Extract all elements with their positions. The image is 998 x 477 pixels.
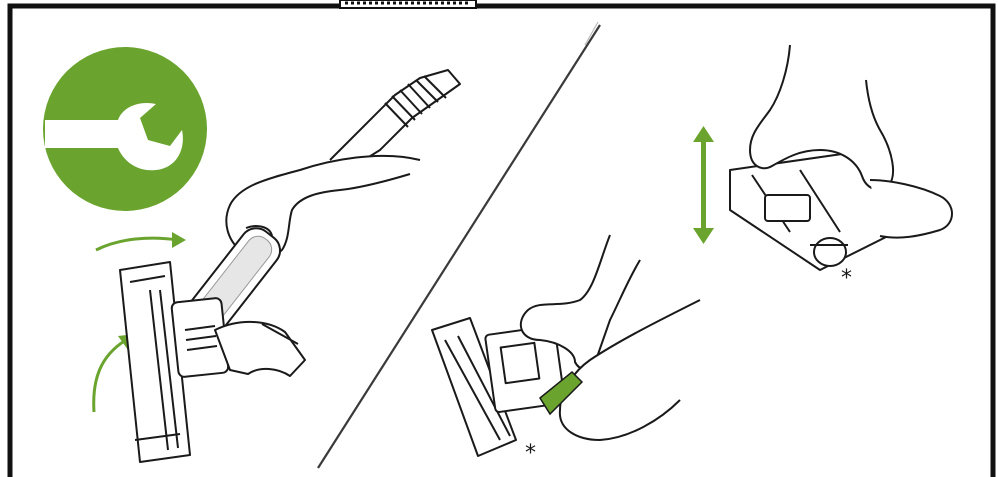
nozzle-elbow xyxy=(214,320,306,377)
wrench-icon xyxy=(43,47,207,211)
top-tab xyxy=(339,0,477,9)
floor-nozzle xyxy=(119,261,230,463)
green-clip-highlight xyxy=(539,370,584,416)
step2-marker: * xyxy=(525,441,536,466)
page-frame xyxy=(7,3,996,477)
vacuum-tube xyxy=(329,69,461,176)
brush-head-assembly xyxy=(431,317,566,457)
hand-illustration xyxy=(749,44,953,239)
step3-marker: * xyxy=(841,266,852,291)
brush-head-lifted xyxy=(729,149,901,271)
double-arrow-vertical-icon xyxy=(693,126,714,244)
hand-illustration xyxy=(519,234,701,441)
panel-divider xyxy=(317,21,601,469)
